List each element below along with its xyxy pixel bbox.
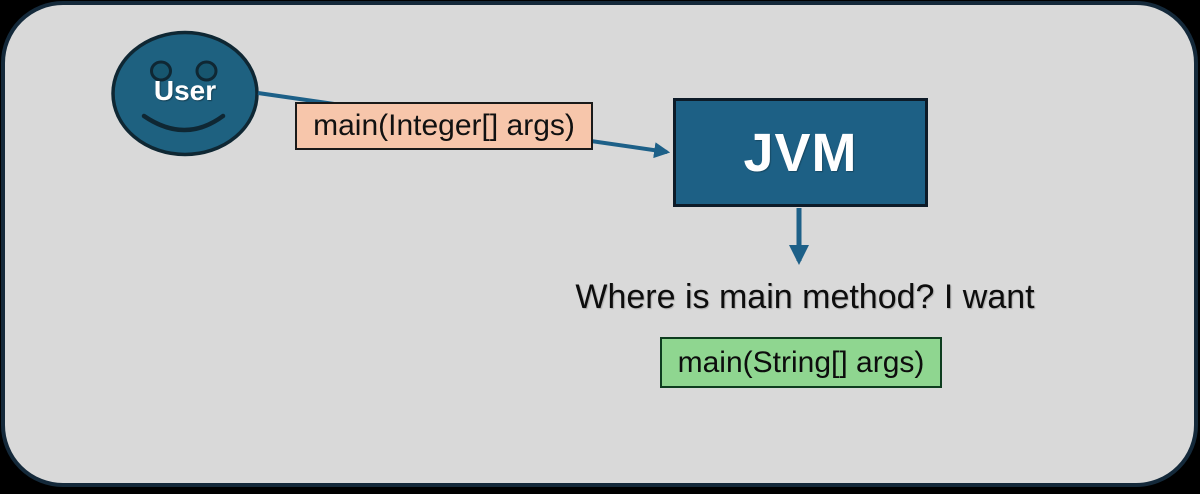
question-text: Where is main method? I want	[575, 278, 1035, 316]
expected-args-box: main(String[] args)	[660, 337, 942, 388]
call-args-box: main(Integer[] args)	[295, 102, 593, 150]
jvm-label: JVM	[743, 122, 858, 183]
user-label: User	[153, 75, 217, 106]
jvm-box: JVM	[673, 98, 928, 207]
expected-args-text: main(String[] args)	[677, 345, 925, 379]
call-args-text: main(Integer[] args)	[313, 109, 575, 142]
user-smile-icon	[141, 113, 226, 133]
